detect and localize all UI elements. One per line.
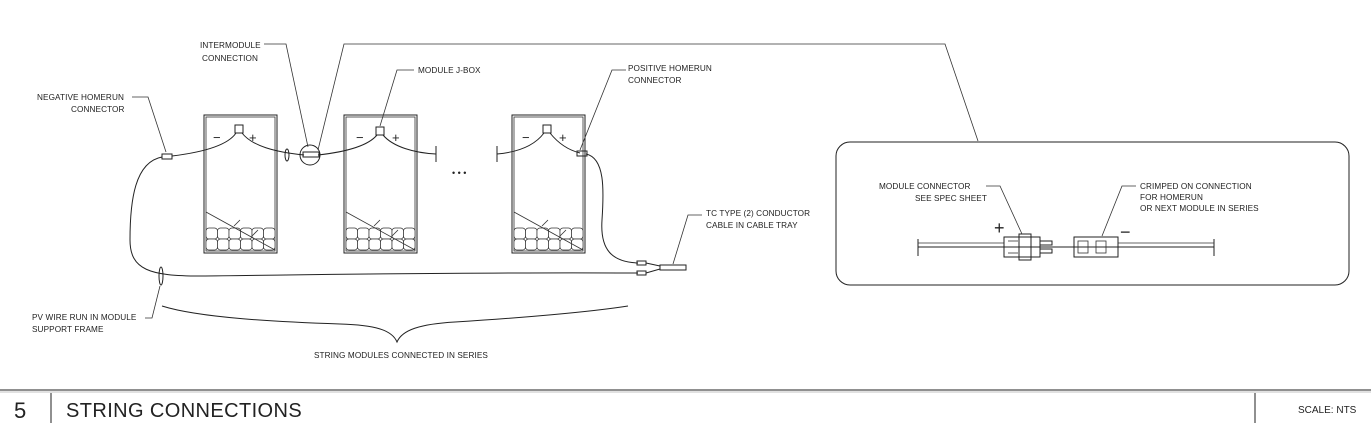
module-cells: [205, 211, 276, 251]
pv-cell: [571, 227, 584, 240]
pv-cell: [240, 227, 253, 240]
tc-cable-callout: TC TYPE (2) CONDUCTOR CABLE IN CABLE TRA…: [672, 209, 810, 265]
scale-note: SCALE: NTS: [1298, 405, 1357, 416]
pv-cell: [403, 238, 416, 251]
module-connector-label-2: SEE SPEC SHEET: [915, 194, 987, 203]
positive-homerun-callout: POSITIVE HOMERUN CONNECTOR: [579, 64, 712, 151]
module-hatch-tick: [233, 219, 259, 237]
module-cells: [513, 211, 584, 251]
string-series-label: STRING MODULES CONNECTED IN SERIES: [314, 351, 488, 360]
tc-cable-label-1: TC TYPE (2) CONDUCTOR: [706, 209, 810, 218]
pv-cell: [380, 227, 393, 240]
pv-module-3: [511, 114, 586, 254]
connector-detail-box: + − MODULE CONNECTOR SEE SPEC SHEET CRIM…: [835, 141, 1350, 286]
crimped-connector-female: [1073, 236, 1119, 258]
intermodule-connection-circle: [299, 144, 321, 166]
pv-cell: [251, 227, 264, 240]
intermodule-callout: INTERMODULE CONNECTION: [200, 41, 309, 148]
pv-cell: [263, 227, 276, 240]
tc-cable-label-2: CABLE IN CABLE TRAY: [706, 221, 798, 230]
module-cells: [345, 211, 416, 251]
pv-cell: [513, 238, 526, 251]
pv-cell: [403, 227, 416, 240]
module-2-minus: −: [356, 130, 364, 145]
pv-cell: [536, 238, 549, 251]
detail-title: STRING CONNECTIONS: [66, 400, 302, 422]
pv-cell: [513, 227, 526, 240]
jbox-callout: MODULE J-BOX: [379, 66, 481, 127]
pv-cell: [240, 238, 253, 251]
pv-cell: [357, 227, 370, 240]
pv-wire-callout: PV WIRE RUN IN MODULE SUPPORT FRAME: [32, 285, 161, 334]
pv-cell: [205, 238, 218, 251]
module-connector-label-1: MODULE CONNECTOR: [879, 182, 971, 191]
pv-cell: [205, 227, 218, 240]
series-brace: STRING MODULES CONNECTED IN SERIES: [161, 305, 629, 360]
module-hatch-line: [345, 211, 416, 251]
pv-cell: [380, 238, 393, 251]
intermodule-label-2: CONNECTION: [202, 54, 258, 63]
module-jbox-3: [542, 124, 552, 134]
pv-cell: [217, 238, 230, 251]
neg-homerun-label-2: CONNECTOR: [71, 105, 125, 114]
detail-minus-symbol: −: [1120, 222, 1131, 242]
pos-homerun-label-1: POSITIVE HOMERUN: [628, 64, 712, 73]
module-jbox-1: [234, 124, 244, 134]
module-hatch-tick: [373, 219, 399, 237]
pv-cell: [228, 238, 241, 251]
title-block: 5 STRING CONNECTIONS SCALE: NTS: [0, 389, 1371, 423]
detail-plus-symbol: +: [994, 218, 1005, 238]
crimped-label-2: FOR HOMERUN: [1140, 193, 1203, 202]
module-jbox-2: [375, 126, 385, 136]
module-2-plus: +: [392, 130, 400, 145]
pv-cell: [345, 227, 358, 240]
module-1-minus: −: [213, 130, 221, 145]
intermodule-label-1: INTERMODULE: [200, 41, 261, 50]
module-3-minus: −: [522, 130, 530, 145]
pv-cell: [559, 227, 572, 240]
crimped-label-3: OR NEXT MODULE IN SERIES: [1140, 204, 1259, 213]
module-connector-male: [1003, 233, 1053, 261]
pv-cell: [548, 238, 561, 251]
module-hatch-line: [513, 211, 584, 251]
more-modules-ellipsis: • • •: [452, 168, 466, 178]
module-hatch-tick: [541, 219, 567, 237]
pv-wire-label-1: PV WIRE RUN IN MODULE: [32, 313, 137, 322]
module-hatch-line: [205, 211, 276, 251]
pv-cell: [263, 238, 276, 251]
wire-connectors: [161, 150, 647, 276]
pv-cell: [571, 238, 584, 251]
negative-homerun-callout: NEGATIVE HOMERUN CONNECTOR: [37, 93, 167, 153]
detail-number: 5: [14, 398, 26, 423]
string-wiring: [129, 132, 687, 277]
pv-cell: [345, 238, 358, 251]
pv-cell: [525, 238, 538, 251]
pv-module-2: [343, 114, 418, 254]
pos-homerun-label-2: CONNECTOR: [628, 76, 682, 85]
pv-cell: [391, 227, 404, 240]
pv-cell: [357, 238, 370, 251]
pv-cell: [217, 227, 230, 240]
pv-wire-label-2: SUPPORT FRAME: [32, 325, 104, 334]
module-1-plus: +: [249, 130, 257, 145]
module-3-plus: +: [559, 130, 567, 145]
pv-module-1: [203, 114, 278, 254]
pv-cell: [525, 227, 538, 240]
pv-cell: [368, 238, 381, 251]
jbox-label: MODULE J-BOX: [418, 66, 481, 75]
crimped-label-1: CRIMPED ON CONNECTION: [1140, 182, 1252, 191]
neg-homerun-label-1: NEGATIVE HOMERUN: [37, 93, 124, 102]
detail-leader-line: [317, 43, 979, 151]
pv-cell: [548, 227, 561, 240]
